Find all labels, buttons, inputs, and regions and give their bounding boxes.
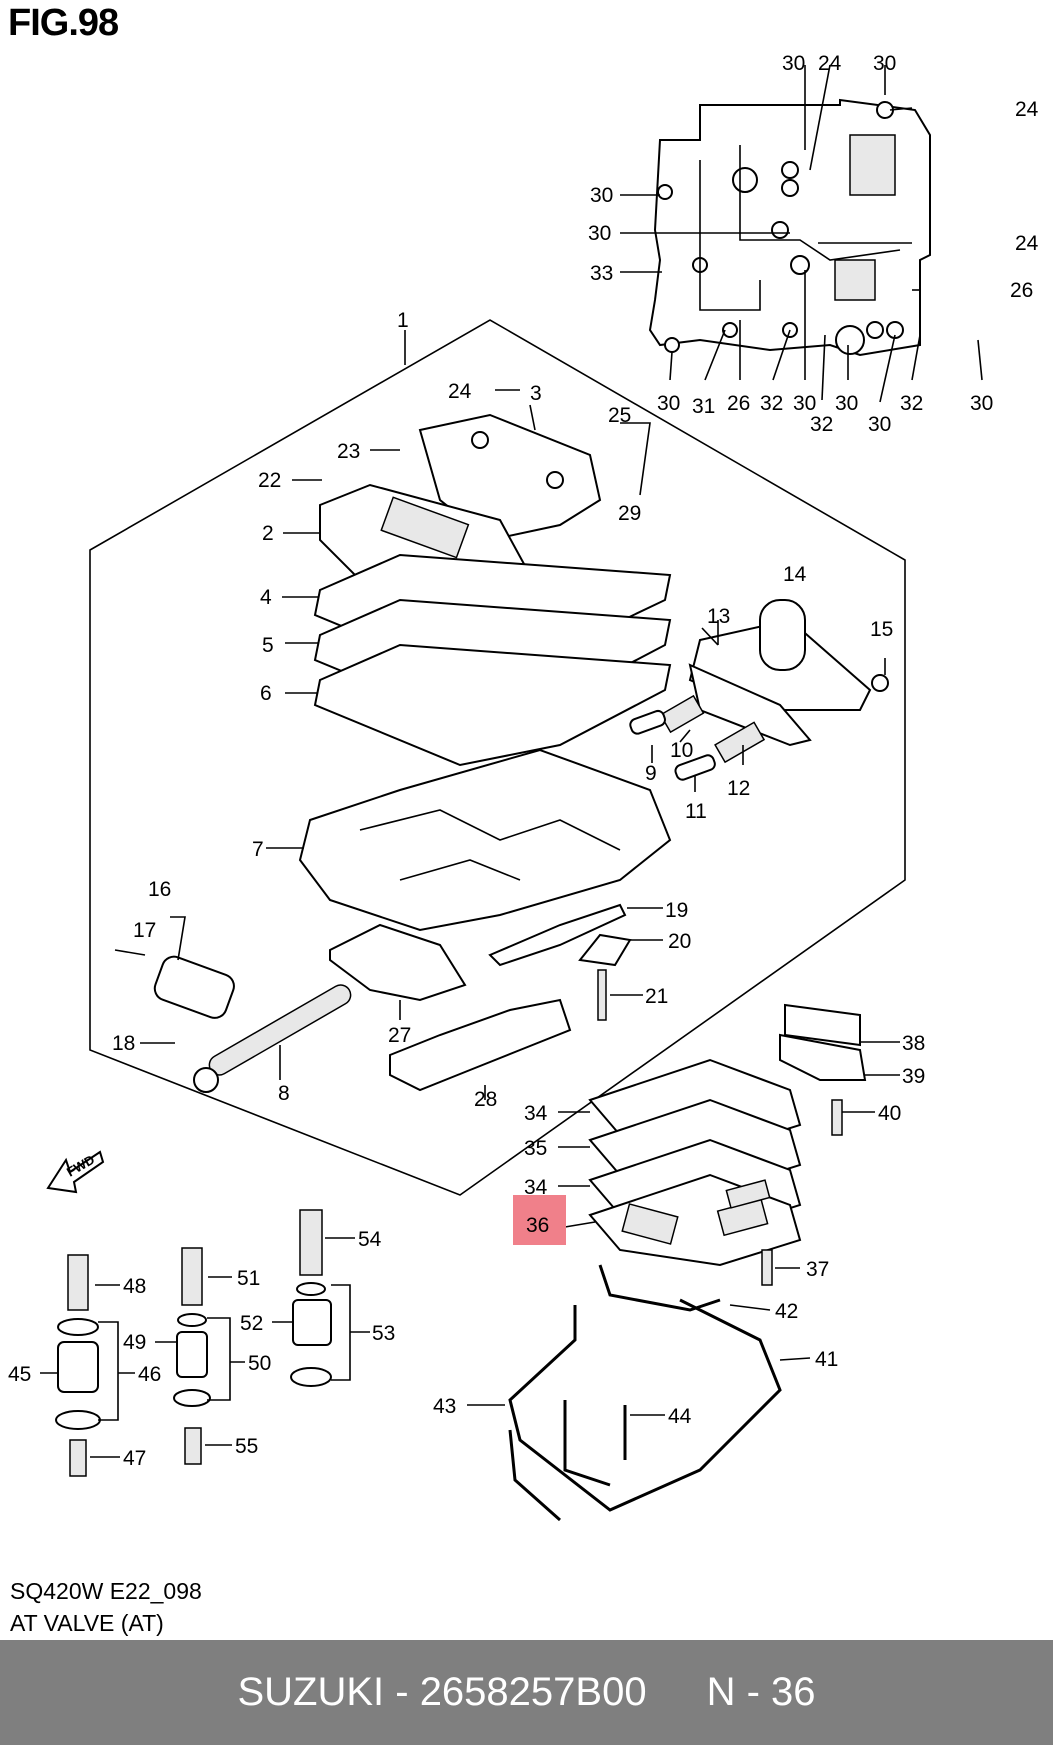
footer-brand: SUZUKI [237,1670,385,1714]
callout-46: 46 [138,1363,161,1386]
springs-right [629,674,889,781]
callout-49: 49 [123,1331,146,1354]
callout-27: 27 [388,1024,411,1047]
callout-30-i: 30 [970,392,993,415]
callout-32-c: 32 [900,392,923,415]
callout-22: 22 [258,469,281,492]
callout-53: 53 [372,1322,395,1345]
sensor-parts [761,1003,867,1286]
callout-24: 24 [448,380,472,403]
callout-8: 8 [278,1082,290,1105]
callout-11: 11 [685,800,707,823]
valve-body-plate [648,98,931,357]
callout-23: 23 [337,440,360,463]
callout-32-b: 32 [810,413,833,436]
callout-12: 12 [727,777,750,800]
exploded-parts-diagram: FWD [8,52,1039,1522]
callout-31: 31 [692,395,715,418]
oil-pipes [508,1264,782,1522]
callout-7: 7 [252,838,264,861]
callout-18: 18 [112,1032,135,1055]
callout-42: 42 [775,1300,798,1323]
figure-title: FIG.98 [8,2,119,44]
callout-45: 45 [8,1363,31,1386]
callout-35: 35 [524,1137,547,1160]
callout-34-b: 34 [524,1176,548,1199]
callout-48: 48 [123,1275,146,1298]
callout-30-g: 30 [835,392,858,415]
callout-21: 21 [645,985,668,1008]
callout-25: 25 [608,404,631,427]
footer-page: N - 36 [706,1670,816,1714]
callout-38: 38 [902,1032,925,1055]
callout-5: 5 [262,634,274,657]
callout-24-a: 24 [818,52,842,75]
footer-part-number: 2658257B00 [419,1670,647,1714]
callout-24-c: 24 [1015,232,1039,255]
callout-19: 19 [665,899,688,922]
callout-55: 55 [235,1435,258,1458]
callout-9: 9 [645,762,657,785]
footer-bar: SUZUKI - 2658257B00 N - 36 [0,1640,1053,1745]
accumulator-stacks [55,1209,332,1477]
callout-28: 28 [474,1088,497,1111]
callout-26-b: 26 [727,392,750,415]
callout-13: 13 [707,605,730,628]
lower-valve-body [298,748,672,932]
callout-10: 10 [670,739,693,762]
callout-30-e: 30 [657,392,680,415]
callout-50: 50 [248,1352,271,1375]
callout-41: 41 [815,1348,838,1371]
oil-strainer-stack [588,1058,802,1267]
callout-30-a: 30 [782,52,805,75]
callout-14: 14 [783,563,807,586]
callout-32-a: 32 [760,392,783,415]
callout-51: 51 [237,1267,260,1290]
callout-15: 15 [870,618,893,641]
callout-47: 47 [123,1447,146,1470]
callout-30-b: 30 [873,52,896,75]
callout-3: 3 [530,382,542,405]
callout-44: 44 [668,1405,692,1428]
callout-40: 40 [878,1102,901,1125]
callout-52: 52 [240,1312,263,1335]
callout-2: 2 [262,522,274,545]
solenoid-parts [153,599,872,1093]
gaskets-lower [329,903,632,1092]
section-name: AT VALVE (AT) [10,1610,164,1636]
callout-29: 29 [618,502,641,525]
callout-30-d: 30 [588,222,611,245]
callout-33: 33 [590,262,613,285]
fwd-arrow: FWD [46,1150,105,1194]
leader-lines [40,64,983,1458]
callout-4: 4 [260,586,272,609]
callout-36: 36 [526,1214,549,1237]
separator-plates [313,553,672,767]
callout-26-a: 26 [1010,279,1033,302]
callout-30-c: 30 [590,184,613,207]
callout-17: 17 [133,919,156,942]
callout-39: 39 [902,1065,925,1088]
footer-separator: - [384,1670,420,1714]
model-code: SQ420W E22_098 [10,1578,202,1604]
callout-30-h: 30 [868,413,891,436]
callout-16: 16 [148,878,171,901]
callout-54: 54 [358,1228,382,1251]
callout-6: 6 [260,682,272,705]
callout-34-a: 34 [524,1102,548,1125]
highlight-part-36 [513,1195,566,1245]
callout-1: 1 [397,309,409,332]
callout-20: 20 [668,930,691,953]
callout-37: 37 [806,1258,829,1281]
callout-30-f: 30 [793,392,816,415]
callout-24-b: 24 [1015,98,1039,121]
callout-labels: 1 2 3 4 5 6 7 8 9 10 11 12 13 14 15 16 1… [8,52,1039,1470]
callout-43: 43 [433,1395,456,1418]
assembly-1-outline [89,319,906,1196]
